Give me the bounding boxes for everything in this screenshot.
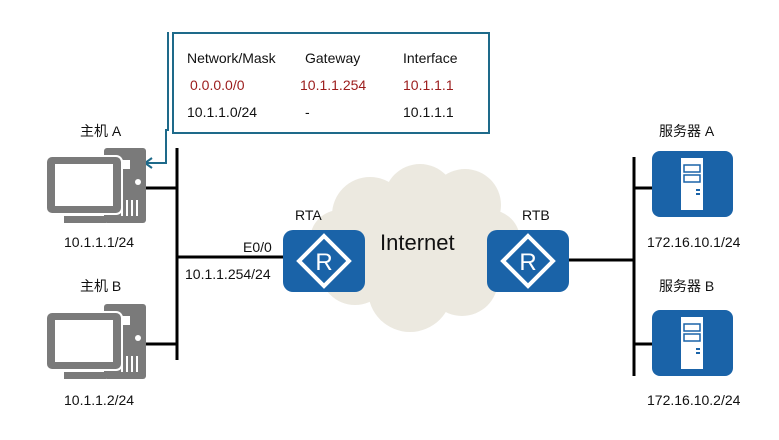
host-b-ip: 10.1.1.2/24 xyxy=(64,392,135,408)
row-1-gateway: - xyxy=(305,104,310,120)
row-0-gateway: 10.1.1.254 xyxy=(300,77,367,93)
host-a-ip: 10.1.1.1/24 xyxy=(64,234,135,250)
header-gateway: Gateway xyxy=(305,50,361,66)
header-network-mask: Network/Mask xyxy=(187,50,276,66)
row-1-interface: 10.1.1.1 xyxy=(403,104,454,120)
rta-name: RTA xyxy=(295,207,322,223)
rta-router-icon[interactable]: R xyxy=(283,230,365,292)
header-interface: Interface xyxy=(403,50,458,66)
host-a-name: 主机 A xyxy=(80,123,122,139)
server-b-ip: 172.16.10.2/24 xyxy=(647,392,741,408)
row-0-interface: 10.1.1.1 xyxy=(403,77,454,93)
server-b-icon[interactable] xyxy=(652,310,733,376)
server-a-icon[interactable] xyxy=(652,151,733,217)
rtb-router-icon[interactable]: R xyxy=(487,230,569,292)
rtb-name: RTB xyxy=(522,207,550,223)
server-a-name: 服务器 A xyxy=(659,123,715,139)
row-0-network: 0.0.0.0/0 xyxy=(190,77,245,93)
server-a-ip: 172.16.10.1/24 xyxy=(647,234,741,250)
routing-table: Network/Mask Gateway Interface 0.0.0.0/0… xyxy=(172,32,490,134)
host-b-name: 主机 B xyxy=(80,278,122,294)
host-b-pc-icon[interactable] xyxy=(45,304,146,379)
callout-connector xyxy=(143,32,169,169)
svg-text:R: R xyxy=(519,249,536,276)
svg-text:R: R xyxy=(315,249,332,276)
internet-label: Internet xyxy=(380,230,455,255)
row-1-network: 10.1.1.0/24 xyxy=(187,104,258,120)
rta-interface: E0/0 xyxy=(243,239,272,255)
rta-ip: 10.1.1.254/24 xyxy=(185,266,271,282)
host-a-pc-icon[interactable] xyxy=(45,148,146,223)
server-b-name: 服务器 B xyxy=(659,278,715,294)
